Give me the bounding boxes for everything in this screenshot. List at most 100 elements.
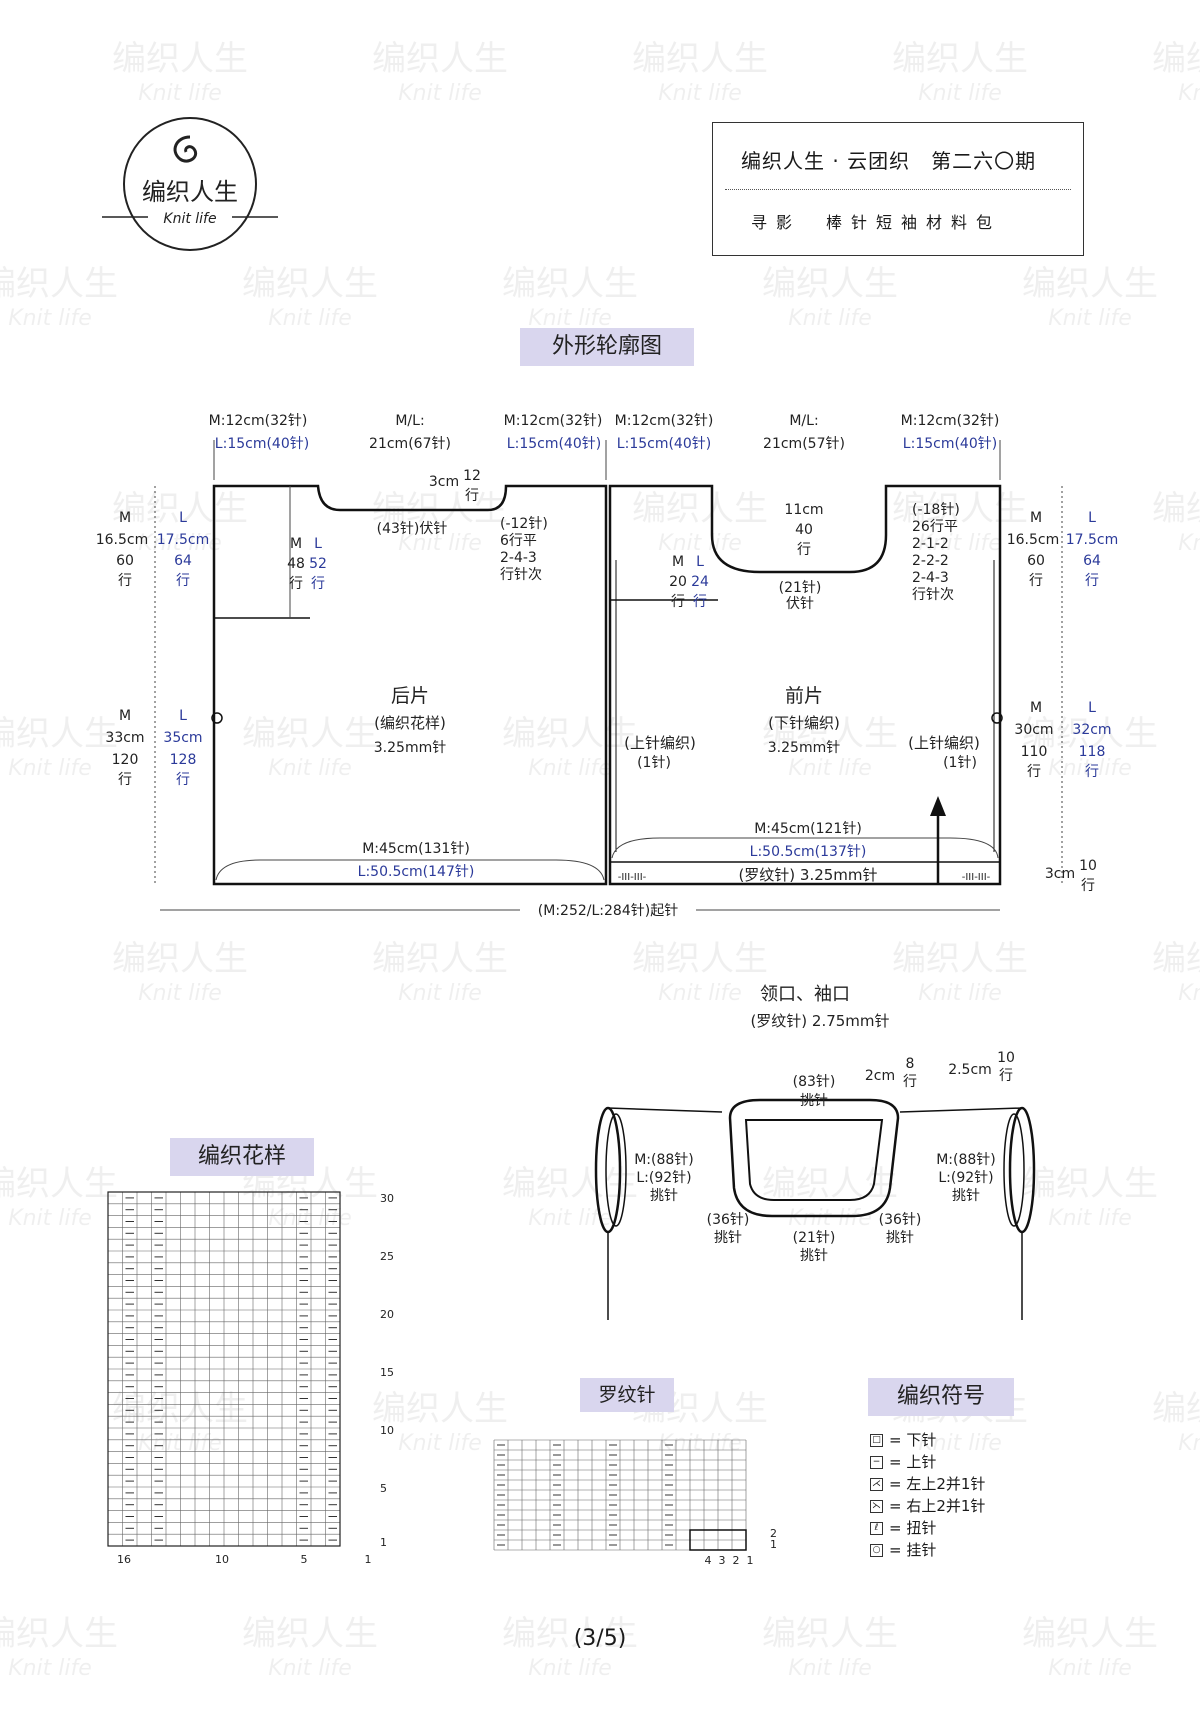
legend-twisted-label: = 扭针: [889, 1519, 937, 1537]
right-l-rows: 64: [1083, 553, 1101, 569]
legend-purl-label: = 上针: [889, 1453, 937, 1471]
cuff-left-word: 挑针: [650, 1188, 678, 1204]
pattern-grid: [107, 1191, 341, 1547]
pattern-y-5: 5: [380, 1482, 387, 1495]
body-m-unit: 行: [118, 772, 132, 788]
back-dec-1: (-12针): [500, 516, 548, 532]
dim-front-neck-ml: M/L:: [789, 413, 818, 429]
pattern-y-1: 1: [380, 1536, 387, 1549]
back-neck-rows: 12: [463, 468, 481, 484]
rib-y-1: 1: [770, 1538, 777, 1551]
outline-diagram: M:12cm(32针) L:15cm(40针) M/L: 21cm(67针) M…: [96, 413, 1118, 920]
front-piece-outline: [608, 484, 1002, 886]
rbody-m-cm: 30cm: [1014, 722, 1053, 738]
rib-row-unit: 行: [1081, 878, 1095, 894]
cuff-left-l: L:(92针): [636, 1170, 691, 1186]
legend-k2tog-right: ⋋= 右上2并1针: [870, 1496, 985, 1516]
watermark-en: Knit life: [8, 1656, 92, 1681]
cast-on-label: (M:252/L:284针)起针: [538, 903, 678, 919]
body-l-rows: 128: [170, 752, 197, 768]
neck-h2-rows: 8: [906, 1056, 915, 1072]
back-neck-bind: (43针)伏针: [377, 521, 448, 537]
cuff-h25: 2.5cm: [948, 1062, 992, 1078]
watermark-en: Knit life: [268, 1656, 352, 1681]
arm-m-rows: 48: [287, 556, 305, 572]
spiral-icon: [173, 135, 197, 163]
rib-height: 3cm: [1045, 866, 1075, 882]
pattern-chart: 16 10 5 1 30 25 20 15 10 5 1: [107, 1191, 394, 1566]
issue-header: 编织人生 · 云团织 第二六〇期 寻影 棒针短袖材料包: [712, 122, 1084, 256]
pattern-y-25: 25: [380, 1250, 394, 1263]
neck-h2-unit: 行: [903, 1074, 917, 1090]
watermark-en: Knit life: [1048, 1206, 1132, 1231]
neck-pick-83: (83针): [793, 1074, 836, 1090]
farm-l-unit: 行: [693, 594, 707, 610]
dim-top-left-m: M:12cm(32针): [209, 413, 308, 429]
legend-k2tog-right-label: = 右上2并1针: [889, 1497, 986, 1515]
left-m-rows: 60: [116, 553, 134, 569]
back-dec-4: 行针次: [500, 567, 542, 583]
neck-p36a: (36针): [707, 1212, 750, 1228]
front-dec-3: 2-1-2: [912, 536, 949, 552]
front-piece-style: (下针编织): [768, 714, 840, 732]
body-m-rows: 120: [112, 752, 139, 768]
page-number: (3/5): [573, 1626, 627, 1651]
purl-symbol-icon: −: [870, 1456, 883, 1469]
rib-grid: [493, 1439, 747, 1551]
neck-p36b: (36针): [879, 1212, 922, 1228]
back-piece-outline: [212, 484, 608, 886]
purl-right-st: (1针): [943, 755, 977, 771]
right-l: L: [1088, 510, 1096, 526]
dim-back-neck-w: 21cm(67针): [369, 436, 451, 452]
watermark-cn: 编织人生: [1152, 1389, 1200, 1429]
watermark-en: Knit life: [528, 1656, 612, 1681]
left-l-row-unit: 行: [176, 573, 190, 589]
pattern-banner: 编织花样: [170, 1138, 314, 1176]
cuff-right-word: 挑针: [952, 1188, 980, 1204]
dim-top-right-m: M:12cm(32针): [901, 413, 1000, 429]
front-dec-5: 2-4-3: [912, 570, 949, 586]
rib-x-2: 2: [733, 1554, 740, 1567]
front-dec-4: 2-2-2: [912, 553, 949, 569]
front-dec-2: 26行平: [912, 519, 958, 535]
cuff-right-m: M:(88针): [936, 1152, 996, 1168]
back-piece-needle: 3.25mm针: [374, 740, 446, 756]
arm-l-unit: 行: [311, 576, 325, 592]
rbody-l: L: [1088, 700, 1096, 716]
arm-m: M: [290, 536, 302, 552]
dim-front-neck-w: 21cm(57针): [763, 436, 845, 452]
pattern-x-16: 16: [117, 1553, 131, 1566]
pattern-y-20: 20: [380, 1308, 394, 1321]
rib-chart: 4 3 2 1 2 1: [493, 1439, 777, 1567]
logo-en: Knit life: [163, 211, 216, 227]
yarnover-symbol-icon: ○: [870, 1544, 883, 1557]
pattern-x-10: 10: [215, 1553, 229, 1566]
left-l-cm: 17.5cm: [157, 532, 210, 548]
rib-mark-right: -III-III-: [962, 872, 991, 883]
watermark-en: Knit life: [8, 1206, 92, 1231]
neck-p36b-word: 挑针: [886, 1230, 914, 1246]
logo-cn: 编织人生: [142, 178, 238, 206]
rbody-l-rows: 118: [1079, 744, 1106, 760]
rib-y-2: 2: [770, 1527, 777, 1540]
twisted-symbol-icon: ℓ: [870, 1522, 883, 1535]
legend-twisted: ℓ = 扭针: [870, 1518, 936, 1538]
watermark-en: Knit life: [1048, 1656, 1132, 1681]
rbody-m: M: [1030, 700, 1042, 716]
legend-knit: □= 下针: [870, 1430, 936, 1450]
purl-right: (上针编织): [908, 734, 980, 752]
front-bottom-l: L:50.5cm(137针): [750, 844, 867, 860]
pattern-y-15: 15: [380, 1366, 394, 1379]
symbols-banner: 编织符号: [868, 1378, 1014, 1416]
neck-h2: 2cm: [865, 1068, 895, 1084]
rib-x-3: 3: [719, 1554, 726, 1567]
knit-symbol-icon: □: [870, 1434, 883, 1447]
purl-left-st: (1针): [637, 755, 671, 771]
rib-x-1: 1: [747, 1554, 754, 1567]
body-m-cm: 33cm: [105, 730, 144, 746]
rbody-l-cm: 32cm: [1072, 722, 1111, 738]
outline-banner: 外形轮廓图: [520, 328, 694, 366]
rib-mark-left: -III-III-: [618, 872, 647, 883]
header-divider: [725, 189, 1071, 190]
dim-top-mid1-l: L:15cm(40针): [507, 436, 601, 452]
